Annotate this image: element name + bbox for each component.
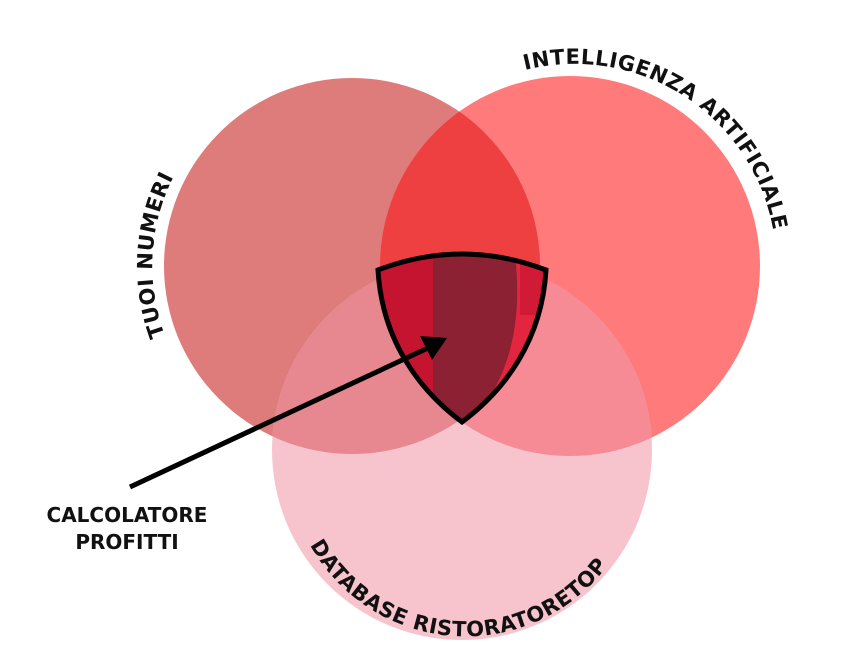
callout-line-1: CALCOLATORE: [46, 503, 208, 527]
arrow-head-icon: [420, 336, 447, 360]
arrow-line: [128, 345, 430, 490]
callout-line-2: PROFITTI: [75, 530, 179, 554]
callout-label: CALCOLATORE PROFITTI: [22, 502, 232, 556]
